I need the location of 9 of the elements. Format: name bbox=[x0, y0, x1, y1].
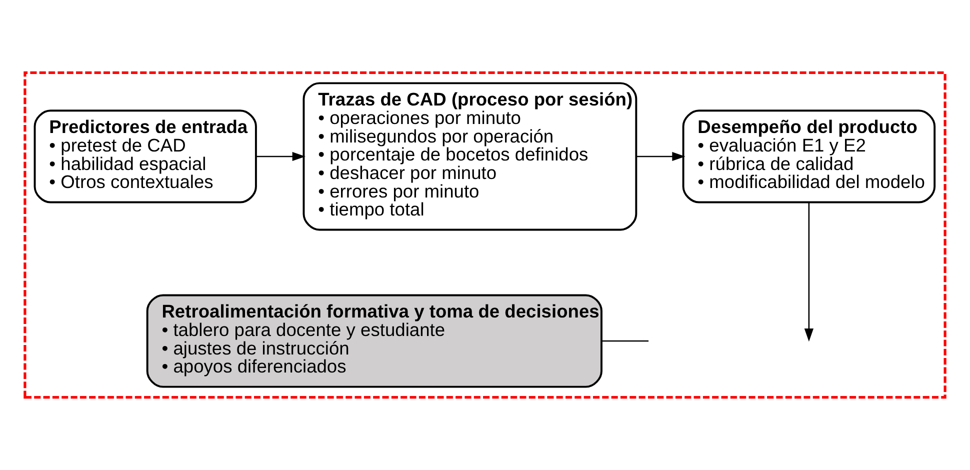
node-box: Trazas de CAD (proceso por sesión) • operaciones por minuto • milisegundos por operación • porcentaje de bocetos definidos • deshacer por minuto • errores por minuto • tiempo total bbox=[302, 82, 638, 231]
node-box: Desempeño del producto • evaluación E1 y E2 • rúbrica de calidad • modificabilidad del modelo bbox=[682, 110, 936, 204]
arrow bbox=[636, 152, 686, 162]
arrow bbox=[256, 152, 306, 162]
cluster bbox=[24, 71, 946, 399]
node-box: Predictores de entrada • pretest de CAD • habilidad espacial • Otros contextuales bbox=[34, 110, 257, 204]
node-box: Retroalimentación formativa y toma de decisiones • tablero para docente y estudiante • ajustes de instrucción • apoyos diferenciados bbox=[146, 294, 602, 388]
arrow bbox=[804, 202, 814, 342]
connector bbox=[602, 340, 649, 342]
